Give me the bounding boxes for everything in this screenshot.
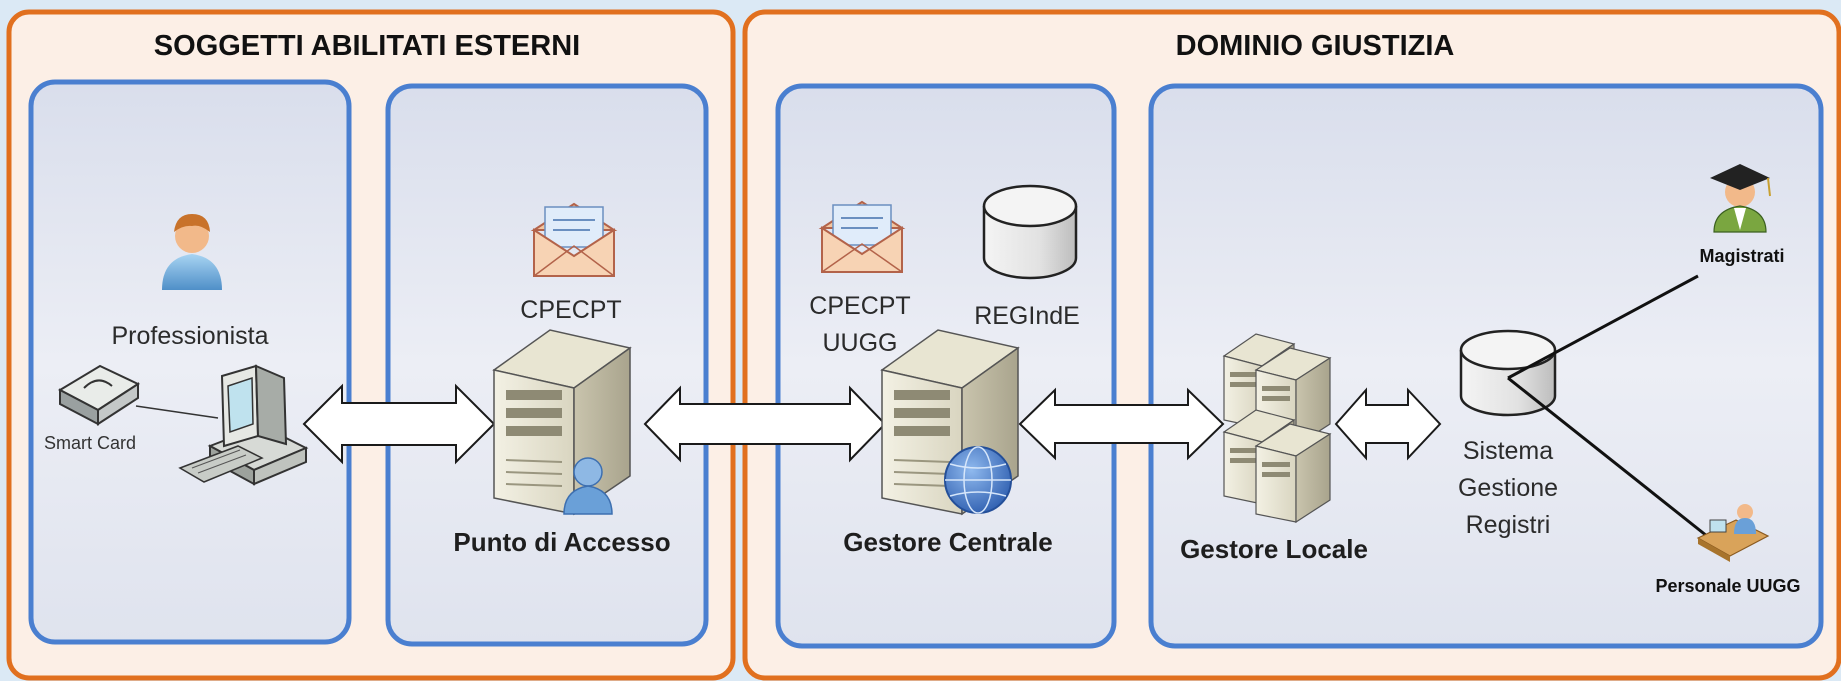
database-icon-regind xyxy=(982,184,1078,280)
double-arrow-gc-gl xyxy=(1018,387,1225,461)
smart-card-label: Smart Card xyxy=(44,433,137,453)
cpecpt-pda-label: CPECPT xyxy=(520,296,622,324)
server-cluster-icon xyxy=(1222,333,1332,524)
sgr-label: Sistema Gestione Registri xyxy=(1458,433,1558,544)
gestore-centrale-label: Gestore Centrale xyxy=(843,527,1053,557)
connector-personale xyxy=(1507,376,1713,542)
desktop-computer-icon xyxy=(178,364,309,486)
section-title-justice: DOMINIO GIUSTIZIA xyxy=(1175,30,1455,62)
server-user-icon xyxy=(492,329,632,516)
user-icon xyxy=(162,214,222,290)
professionista-label: Professionista xyxy=(111,322,269,350)
graduate-icon xyxy=(1710,164,1771,233)
section-title-external: SOGGETTI ABILITATI ESTERNI xyxy=(153,30,581,62)
punto-accesso-label: Punto di Accesso xyxy=(453,527,671,557)
envelope-icon-uugg xyxy=(818,200,906,273)
smart-card-cable xyxy=(135,405,219,419)
personale-label: Personale UUGG xyxy=(1655,576,1801,596)
gestore-locale-label: Gestore Locale xyxy=(1180,534,1368,564)
envelope-icon-pda xyxy=(530,202,618,277)
cpecpt-uugg-label: CPECPT UUGG xyxy=(809,288,910,362)
magistrati-label: Magistrati xyxy=(1699,246,1785,266)
server-globe-icon xyxy=(880,329,1020,516)
sgr-line2: Gestione xyxy=(1457,474,1559,502)
connector-magistrati xyxy=(1507,274,1699,380)
smart-card-reader-icon xyxy=(57,364,141,426)
regind-label: REGIndE xyxy=(974,302,1080,330)
cpecpt-uugg-line2: UUGG xyxy=(822,329,898,357)
sgr-line1: Sistema xyxy=(1462,437,1554,465)
desk-worker-icon xyxy=(1696,504,1770,562)
sgr-line3: Registri xyxy=(1465,511,1551,539)
cpecpt-uugg-line1: CPECPT xyxy=(809,292,911,320)
panel-professionista xyxy=(28,79,352,645)
double-arrow-gl-sgr xyxy=(1334,387,1442,461)
